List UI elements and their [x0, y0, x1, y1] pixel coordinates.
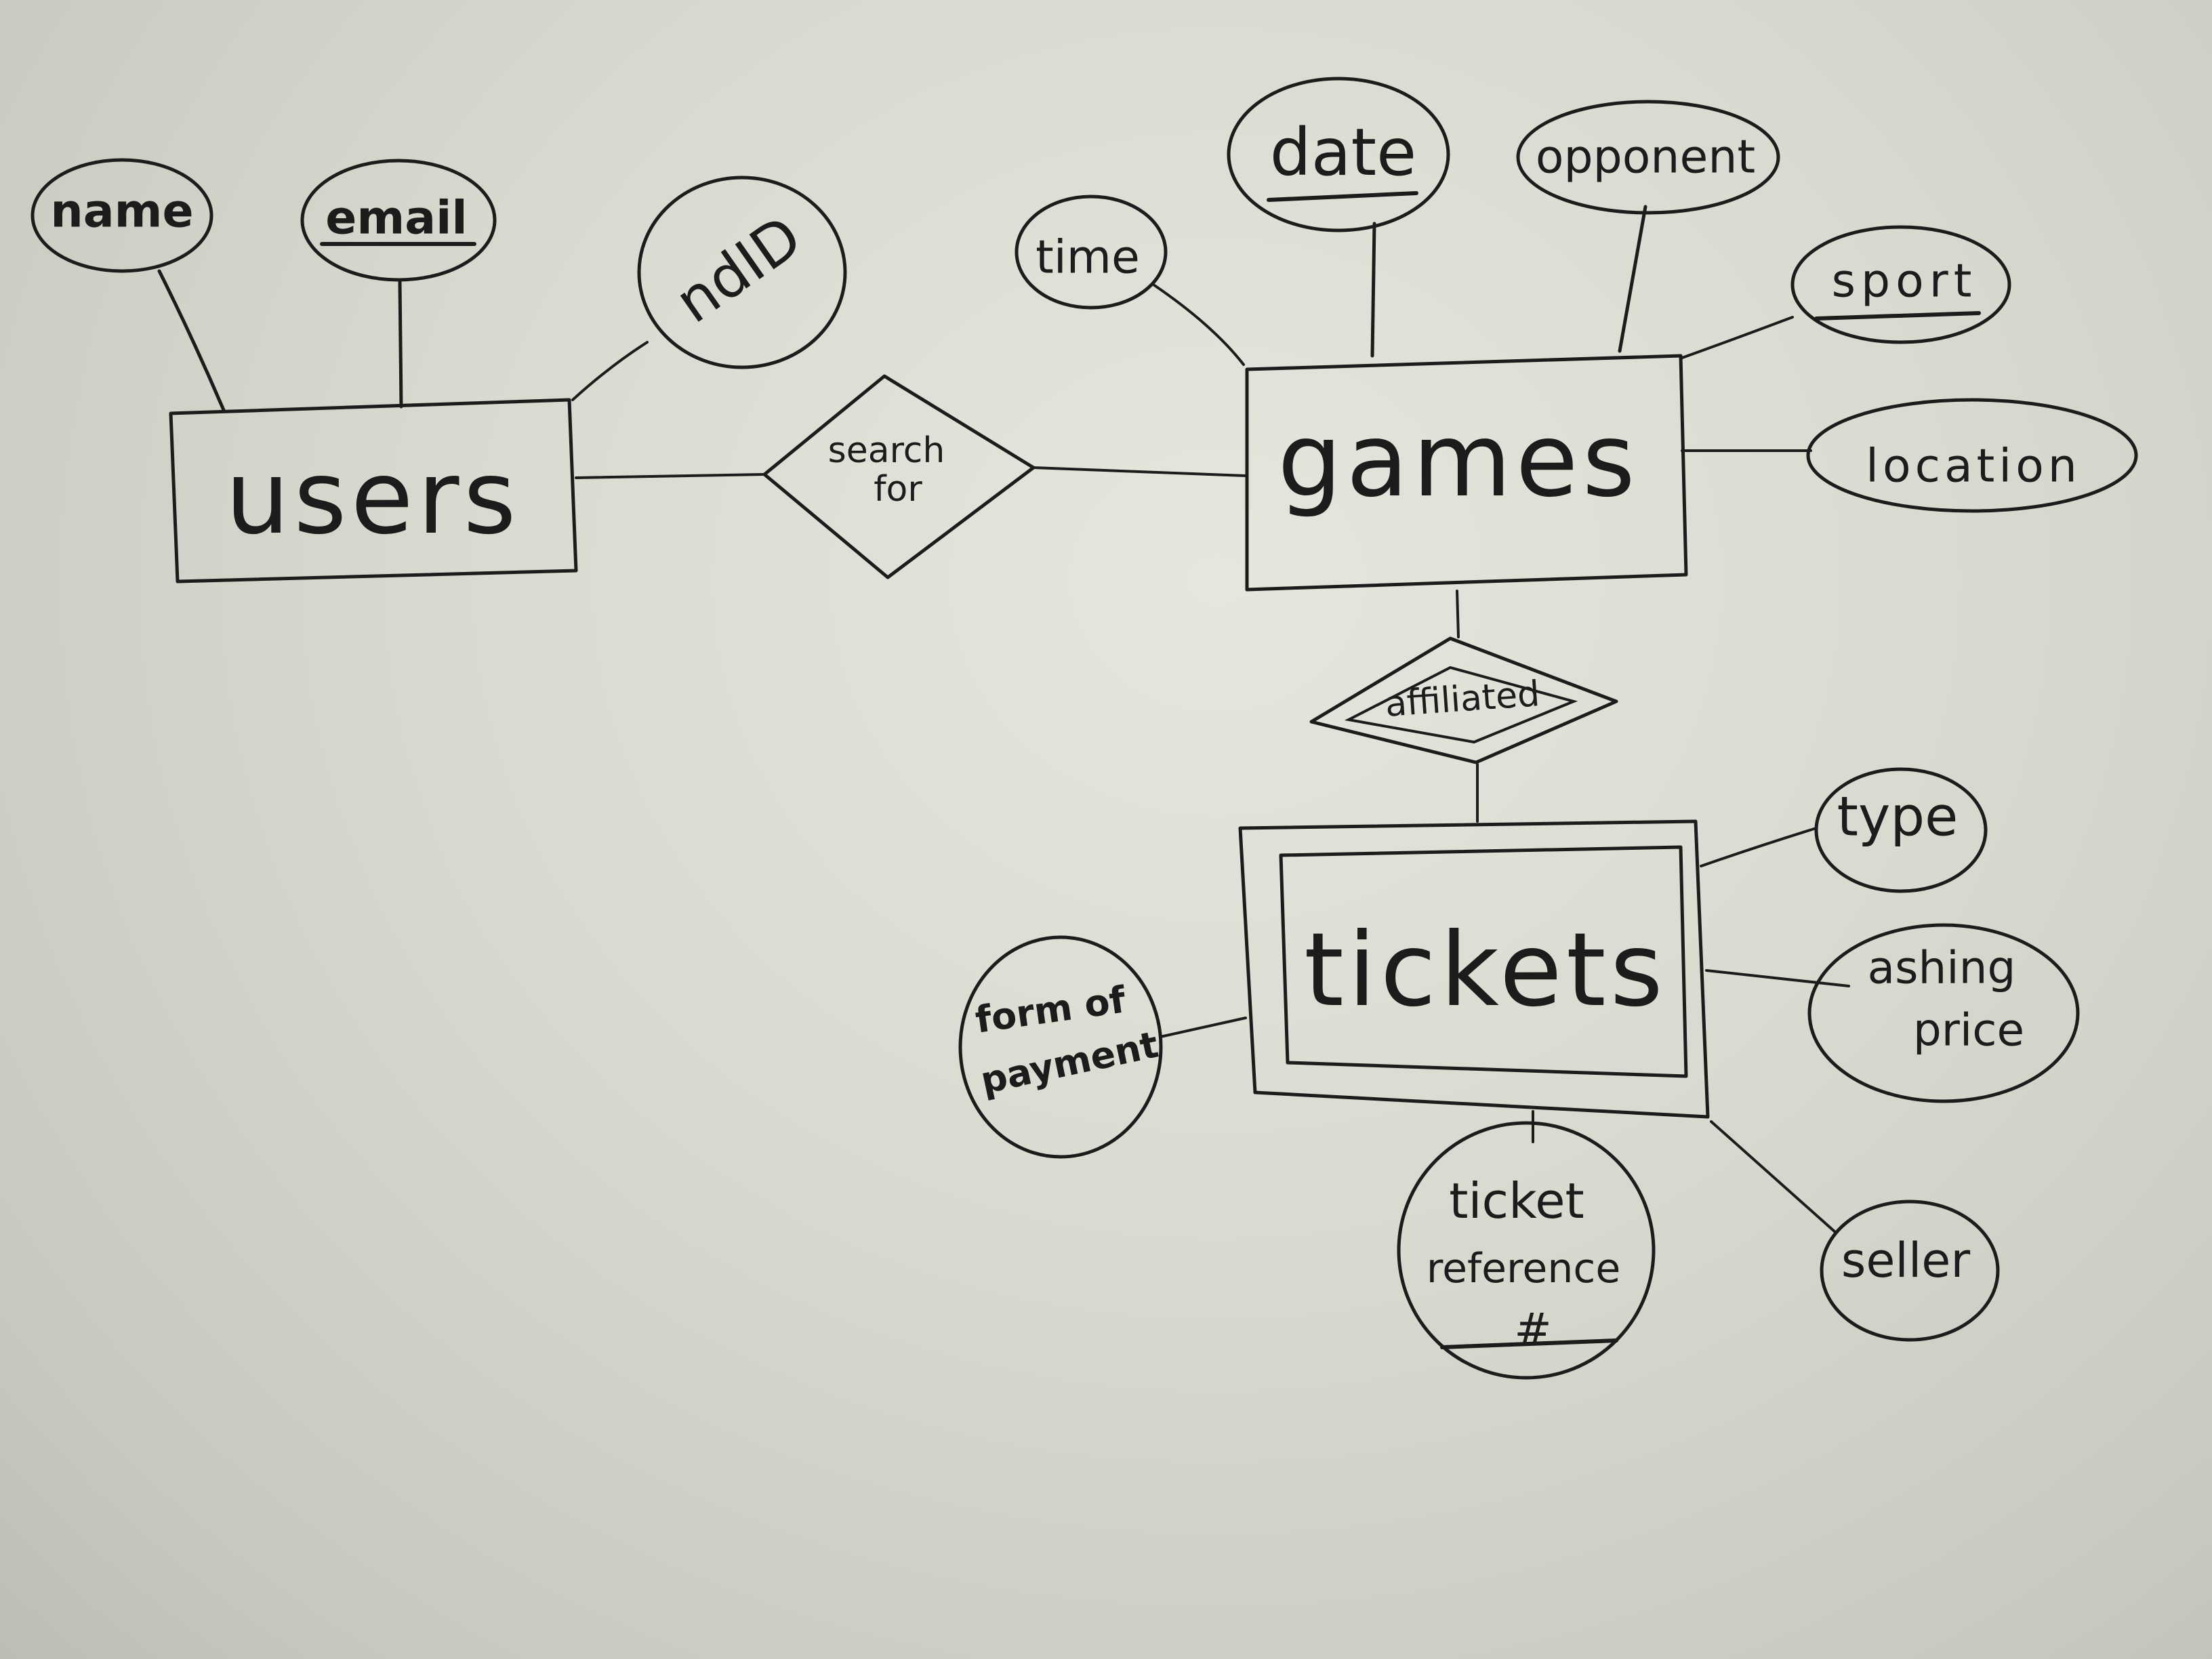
entity-users-label: users — [225, 439, 520, 557]
line-games-date — [1370, 222, 1376, 358]
entity-games-label: games — [1277, 402, 1639, 520]
attribute-type: type — [1814, 767, 1988, 893]
attribute-ndid-ellipse — [637, 176, 847, 369]
attribute-asking-price-label-1: ashing — [1868, 942, 2016, 994]
relationship-search-for-label-1: search — [828, 430, 945, 471]
relationship-affiliated-outer-diamond — [1309, 636, 1618, 764]
line-games-affiliated — [1456, 590, 1460, 638]
relationship-affiliated-inner-diamond — [1344, 665, 1578, 744]
line-users-searchfor — [575, 473, 766, 479]
attribute-seller-ellipse — [1820, 1200, 2000, 1342]
attribute-ticket-reference-label-2: reference — [1427, 1245, 1621, 1292]
attribute-location: location — [1806, 398, 2138, 513]
relationship-search-for: search for — [762, 374, 1036, 579]
attribute-type-ellipse — [1814, 767, 1988, 893]
line-searchfor-games — [1032, 466, 1247, 477]
attribute-email-label: email — [325, 192, 467, 245]
relationship-search-for-label-2: for — [874, 469, 922, 510]
attribute-time: time — [1015, 194, 1168, 310]
attribute-time-label: time — [1036, 231, 1140, 285]
attribute-date-key: date — [1227, 77, 1450, 232]
line-tickets-seller — [1710, 1120, 1837, 1233]
attribute-opponent: opponent — [1516, 100, 1780, 215]
attribute-date-underline — [1267, 191, 1418, 202]
line-games-time — [1152, 283, 1245, 366]
entity-tickets-outer-box — [1238, 819, 1710, 1119]
line-tickets-payment — [1159, 1017, 1247, 1038]
attribute-opponent-ellipse — [1516, 100, 1780, 215]
line-games-sport — [1681, 316, 1794, 359]
attribute-seller-label: seller — [1841, 1233, 1970, 1288]
entity-users: users — [169, 398, 578, 583]
attribute-date-ellipse — [1227, 77, 1450, 232]
relationship-affiliated-label: affiliated — [1384, 674, 1541, 725]
attribute-ticket-reference-underline — [1440, 1338, 1618, 1349]
line-users-ndid — [571, 341, 649, 401]
attribute-form-of-payment-label-1: form of — [972, 978, 1128, 1041]
line-users-name — [157, 269, 226, 412]
line-tickets-asking-price — [1705, 969, 1850, 987]
relationship-search-for-diamond — [762, 374, 1036, 579]
line-games-opponent — [1618, 205, 1647, 353]
attribute-date-label: date — [1270, 115, 1416, 190]
attribute-asking-price-label-2: price — [1913, 1004, 2024, 1057]
attribute-name-ellipse — [30, 158, 213, 273]
attribute-time-ellipse — [1015, 194, 1168, 310]
attribute-email-key: email — [300, 159, 497, 282]
attribute-asking-price-ellipse — [1807, 923, 2080, 1103]
attribute-seller: seller — [1820, 1200, 2000, 1342]
attribute-name: name — [30, 158, 213, 273]
attribute-ticket-reference-key: ticket reference # — [1397, 1121, 1656, 1380]
entity-tickets-inner-box — [1279, 845, 1688, 1078]
line-tickets-type — [1700, 827, 1818, 867]
attribute-form-of-payment-ellipse — [958, 935, 1163, 1159]
attribute-ticket-reference-ellipse — [1397, 1121, 1656, 1380]
attribute-location-ellipse — [1806, 398, 2138, 513]
attribute-location-label: location — [1866, 440, 2081, 493]
entity-games-box — [1245, 354, 1688, 592]
attribute-name-label: name — [50, 185, 193, 239]
attribute-ndid-label: ndID — [663, 203, 814, 336]
relationship-affiliated: affiliated — [1309, 636, 1618, 764]
attribute-sport-label: sport — [1832, 255, 1978, 308]
attribute-ticket-reference-label-1: ticket — [1449, 1172, 1584, 1229]
entity-users-box — [169, 398, 578, 583]
entity-games: games — [1245, 354, 1688, 592]
line-users-email — [398, 279, 403, 409]
entity-tickets-label: tickets — [1304, 912, 1667, 1029]
attribute-opponent-label: opponent — [1536, 131, 1755, 184]
connector-lines — [157, 205, 1850, 1233]
attribute-email-ellipse — [300, 159, 497, 282]
attribute-form-of-payment: form of payment — [958, 935, 1163, 1159]
entity-tickets-weak: tickets — [1238, 819, 1710, 1119]
attribute-ndid: ndID — [637, 176, 847, 369]
attribute-asking-price: ashing price — [1807, 923, 2080, 1103]
attribute-sport-underline — [1814, 311, 1981, 321]
attribute-ticket-reference-label-3: # — [1514, 1304, 1551, 1356]
attribute-sport-ellipse — [1790, 225, 2011, 344]
attribute-sport-key: sport — [1790, 225, 2011, 344]
attribute-type-label: type — [1837, 785, 1959, 848]
